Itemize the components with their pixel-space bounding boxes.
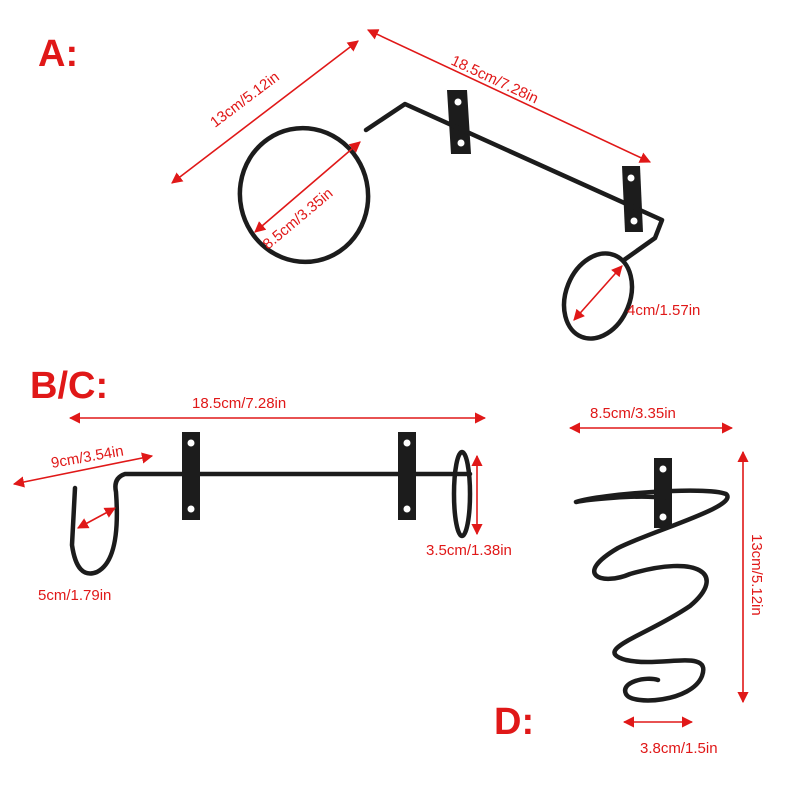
- section-label-a: A:: [38, 33, 78, 75]
- holder-bc-ring: [451, 449, 473, 539]
- dim-arrow-a-width: [171, 40, 359, 184]
- holder-a: A: 13cm/5.12in 18.5cm/7.28in 8.5cm/3.35i…: [38, 29, 700, 341]
- dim-label-bc-hook-width: 9cm/3.54in: [50, 442, 125, 471]
- dim-label-d-height: 13cm/5.12in: [748, 534, 765, 616]
- holder-a-plate-right: [622, 166, 643, 232]
- dim-arrow-bc-hook-width: [12, 452, 154, 488]
- dim-label-bc-ring: 3.5cm/1.38in: [426, 542, 512, 559]
- holder-a-small-ring: [561, 251, 635, 341]
- holder-a-large-ring: [237, 125, 371, 265]
- holder-d: D: 8.5cm/3.35in 13cm/5.12in 3.8cm/1.5in: [494, 405, 765, 757]
- dim-label-a-width: 13cm/5.12in: [207, 68, 282, 131]
- dim-label-bc-hook-depth: 5cm/1.79in: [38, 587, 111, 604]
- dim-arrow-a-small-ring: [573, 265, 623, 321]
- dim-label-d-bottom: 3.8cm/1.5in: [640, 740, 718, 757]
- holder-a-wire: [363, 101, 665, 263]
- dim-label-a-small-ring: 4cm/1.57in: [627, 302, 700, 319]
- section-label-d: D:: [494, 701, 534, 743]
- section-label-bc: B/C:: [30, 365, 108, 407]
- holder-d-spiral: [573, 488, 730, 703]
- dim-arrow-a-length: [366, 29, 652, 163]
- holder-a-plate-left: [447, 90, 471, 154]
- dim-arrow-a-big-ring: [254, 141, 361, 233]
- dim-label-d-width: 8.5cm/3.35in: [590, 405, 676, 422]
- dim-label-bc-length: 18.5cm/7.28in: [192, 395, 286, 412]
- holder-bc: B/C: 18.5cm/7.28in 9cm/3.54in 5cm/1.79in…: [12, 365, 512, 604]
- dim-arrow-bc-hook-depth: [77, 507, 116, 529]
